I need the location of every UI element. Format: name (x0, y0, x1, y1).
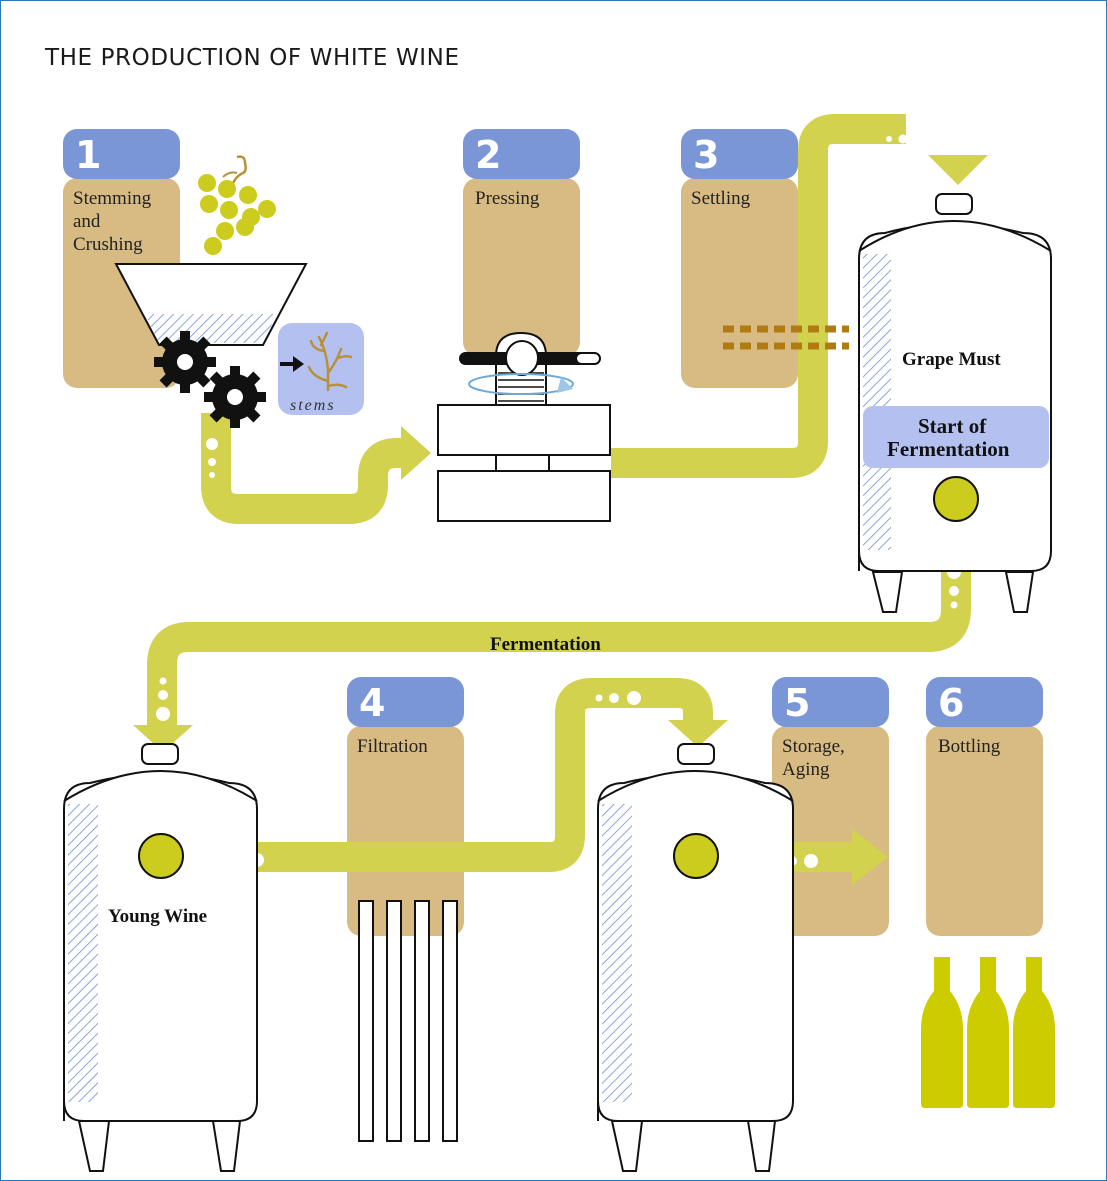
tank-storage (597, 743, 794, 1172)
step-4-badge (347, 677, 464, 727)
tank-young-wine (63, 743, 258, 1172)
arrowhead-to-tank-1 (928, 155, 988, 185)
step-5-label-line-2: Aging (782, 759, 830, 780)
step-1-label-line-3: Crushing (73, 234, 143, 255)
pipe-crusher-to-press (201, 413, 412, 524)
sediment-lines (723, 325, 849, 350)
arrowhead-to-storage-tank (668, 720, 728, 747)
bottle-icon (921, 957, 963, 1108)
fermentation-label: Fermentation (490, 634, 601, 655)
start-of-fermentation-band (863, 406, 1049, 468)
step-1-number: 1 (75, 133, 101, 177)
hopper-icon (114, 263, 308, 346)
start-of-fermentation-line-1: Start of (918, 414, 987, 438)
bottle-icon (967, 957, 1009, 1108)
start-of-fermentation-line-2: Fermentation (887, 437, 1010, 461)
step-2-label: Pressing (475, 188, 540, 209)
stems-box (278, 323, 364, 415)
stem-branch-icon (307, 331, 353, 392)
tank-grape-must (858, 193, 1052, 613)
pipe-fermentation (147, 521, 971, 731)
step-6-box (926, 726, 1043, 936)
grape-must-label: Grape Must (902, 349, 1001, 370)
arrowhead-to-press (401, 426, 431, 480)
step-3-label: Settling (691, 188, 751, 209)
step-3-number: 3 (693, 133, 719, 177)
step-4-box (347, 726, 464, 936)
step-2-box (463, 178, 580, 356)
arrow-right-icon (280, 356, 304, 372)
step-1-label-line-2: and (73, 211, 101, 232)
step-6-badge (926, 677, 1043, 727)
step-5-label-line-1: Storage, (782, 736, 845, 757)
step-5-number: 5 (784, 681, 810, 725)
step-1-badge (63, 129, 180, 179)
arrowhead-to-young-wine-tank (133, 725, 193, 752)
step-2-number: 2 (475, 133, 501, 177)
step-4-number: 4 (359, 681, 385, 725)
step-1-label-line-1: Stemming (73, 188, 152, 209)
bottles (921, 957, 1055, 1108)
step-6-label: Bottling (938, 736, 1001, 757)
diagram-title: THE PRODUCTION OF WHITE WINE (44, 45, 460, 71)
step-6-number: 6 (938, 681, 964, 725)
step-3-badge (681, 129, 798, 179)
press-screw-icon (459, 331, 601, 406)
pipe-young-to-storage (191, 678, 713, 872)
pipe-press-to-tank (611, 114, 906, 478)
step-4-label: Filtration (357, 736, 428, 757)
young-wine-label: Young Wine (108, 906, 207, 927)
flow-pipes (147, 114, 971, 872)
gear-icon (204, 366, 266, 428)
step-2-badge (463, 129, 580, 179)
step-3-box (681, 178, 798, 388)
bottle-icon (1013, 957, 1055, 1108)
stems-label: stems (290, 397, 336, 414)
step-5-badge (772, 677, 889, 727)
gear-icon (154, 331, 216, 393)
step-1-box (63, 178, 180, 388)
step-5-box (772, 726, 889, 936)
filter-plates (358, 900, 458, 1142)
arrowhead-to-bottles (852, 829, 888, 885)
grape-cluster-icon (198, 155, 276, 255)
press-plates (437, 404, 611, 522)
